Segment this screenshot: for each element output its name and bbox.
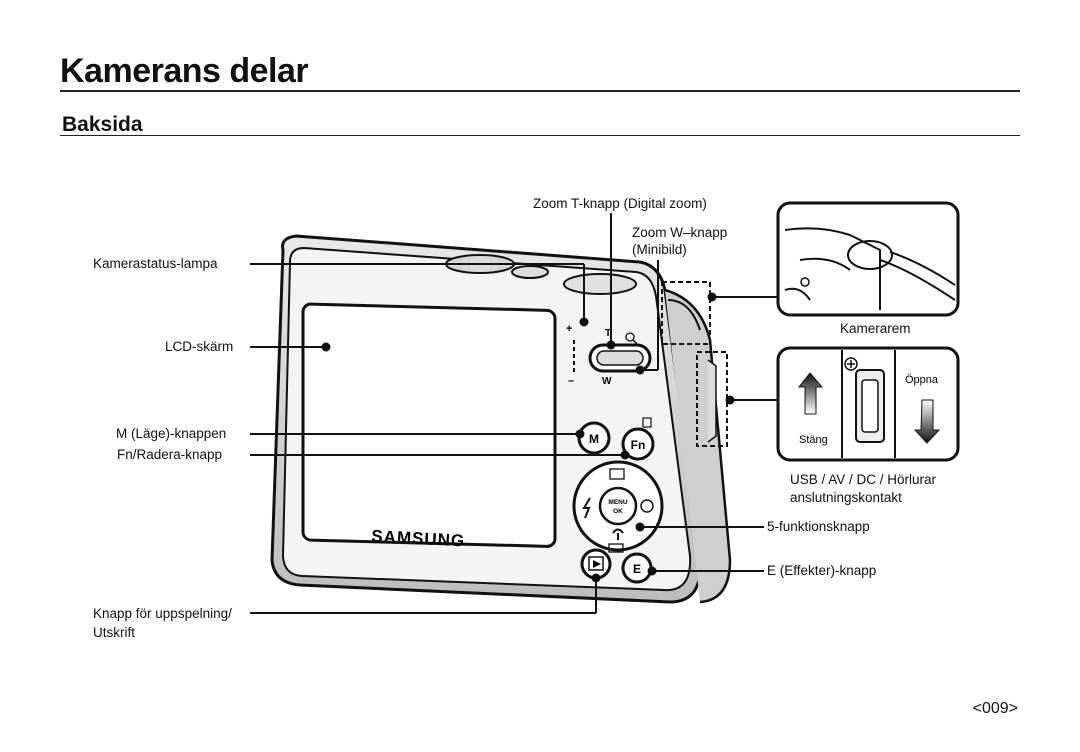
timer-icon <box>640 499 654 513</box>
fn-button: Fn <box>621 417 655 461</box>
label-mode-button: M (Läge)-knappen <box>116 426 227 441</box>
label-strap: Kamerarem <box>840 321 911 336</box>
trash-icon <box>642 417 652 428</box>
magnifier-icon <box>625 332 635 342</box>
connector-inset: Öppna Stäng <box>776 346 960 462</box>
page-number: <009> <box>972 700 1018 717</box>
label-usb-1: USB / AV / DC / Hörlurar <box>790 472 937 487</box>
inset-open-label: Öppna <box>905 374 939 386</box>
svg-text:Fn: Fn <box>631 438 646 452</box>
svg-text:E: E <box>633 562 641 576</box>
svg-text:M: M <box>589 432 599 446</box>
inset-close-label: Stäng <box>799 434 828 446</box>
label-zoom-t: Zoom T-knapp (Digital zoom) <box>533 196 707 211</box>
lcd-screen <box>301 302 557 548</box>
label-playback-1: Knapp för uppspelning/ <box>93 606 232 621</box>
five-function-pad: MENU OK <box>572 460 664 552</box>
svg-text:T: T <box>605 328 611 339</box>
play-icon <box>593 560 601 568</box>
label-five-func: 5-funktionsknapp <box>767 519 870 534</box>
flash-icon <box>582 497 591 519</box>
arrow-up-icon <box>797 372 824 415</box>
label-zoom-w-1: Zoom W–knapp <box>632 225 728 240</box>
label-e-button: E (Effekter)-knapp <box>767 563 877 578</box>
label-status-lamp: Kamerastatus-lampa <box>93 256 218 271</box>
label-lcd: LCD-skärm <box>165 339 234 354</box>
label-zoom-w-2: (Minibild) <box>632 242 687 257</box>
leader-lines <box>250 213 778 614</box>
brand-logo: SAMSUNG <box>371 527 466 551</box>
page-subtitle: Baksida <box>62 113 143 136</box>
arrow-down-icon <box>913 399 941 444</box>
label-fn-button: Fn/Radera-knapp <box>117 447 223 462</box>
zoom-rocker: T W + – <box>566 323 652 387</box>
effects-button: E <box>621 552 653 584</box>
strap-inset <box>776 201 960 317</box>
svg-text:MENU: MENU <box>608 499 627 506</box>
svg-text:OK: OK <box>613 508 623 515</box>
svg-text:W: W <box>602 376 612 387</box>
title-rule <box>60 90 1020 92</box>
svg-text:–: – <box>568 375 574 387</box>
svg-text:+: + <box>566 323 572 335</box>
subtitle-rule <box>60 135 1020 136</box>
page-title: Kamerans delar <box>60 52 309 90</box>
label-usb-2: anslutningskontakt <box>790 490 902 505</box>
label-playback-2: Utskrift <box>93 625 135 640</box>
macro-icon <box>612 528 624 540</box>
mode-button: M <box>577 421 611 455</box>
